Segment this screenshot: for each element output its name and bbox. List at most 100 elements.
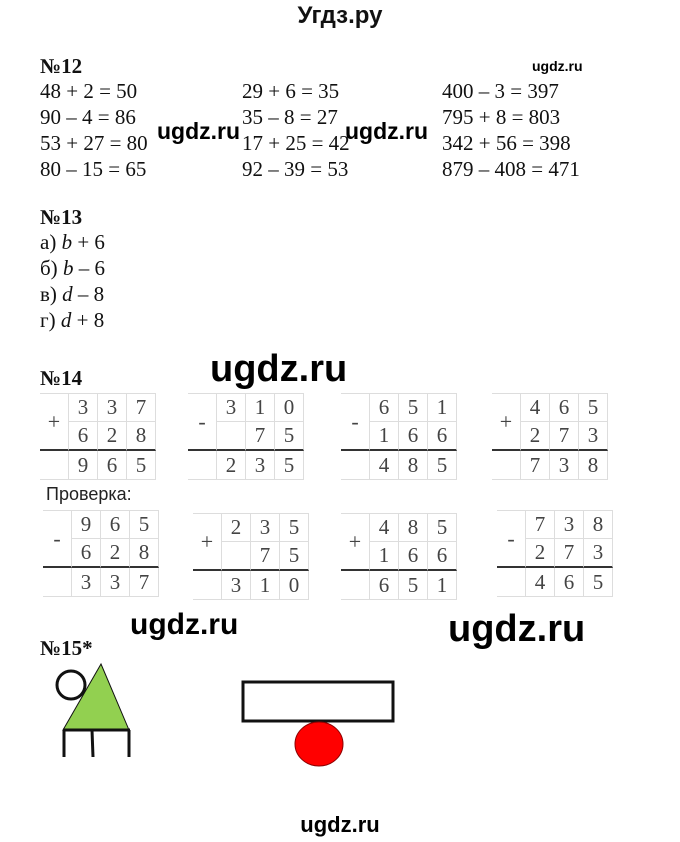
digit-cell: 1 [246, 393, 275, 422]
digit-cell: 3 [579, 422, 608, 451]
digit-cell: 6 [550, 393, 579, 422]
result-digit-cell: 2 [217, 451, 246, 480]
equation: 879 – 408 = 471 [442, 157, 580, 181]
digit-cell: 6 [72, 539, 101, 568]
result-digit-cell: 3 [550, 451, 579, 480]
digit-cell: 6 [399, 542, 428, 571]
digit-cell: 3 [98, 393, 127, 422]
digit-cell: 2 [526, 539, 555, 568]
equation: 48 + 2 = 50 [40, 79, 138, 103]
empty-cell [193, 571, 222, 600]
empty-cell [492, 451, 521, 480]
empty-cell [497, 568, 526, 597]
digit-cell: 5 [275, 422, 304, 451]
digit-cell: 6 [101, 510, 130, 539]
item-label: г) [40, 308, 56, 332]
digit-cell: 1 [370, 542, 399, 571]
digit-cell: 4 [521, 393, 550, 422]
variable: d [60, 308, 72, 332]
digit-cell: 7 [550, 422, 579, 451]
variable: b [61, 230, 73, 254]
expression: + 6 [72, 230, 105, 254]
result-digit-cell: 5 [428, 451, 457, 480]
result-digit-cell: 5 [584, 568, 613, 597]
equation: 53 + 27 = 80 [40, 131, 148, 155]
operator-sign: - [497, 510, 526, 568]
digit-cell: 3 [555, 510, 584, 539]
result-digit-cell: 3 [72, 568, 101, 597]
digit-cell: 2 [521, 422, 550, 451]
variable: b [62, 256, 74, 280]
equation: 795 + 8 = 803 [442, 105, 561, 129]
result-digit-cell: 1 [428, 571, 457, 600]
task13-item-v: в) d – 8 [40, 281, 105, 307]
operator-sign: - [43, 510, 72, 568]
watermark: ugdz.ru [345, 118, 429, 144]
equation: 90 – 4 = 86 [40, 105, 136, 129]
check-label: Проверка: [46, 484, 132, 504]
result-digit-cell: 0 [280, 571, 309, 600]
digit-cell: 8 [127, 422, 156, 451]
watermark: ugdz.ru [210, 348, 348, 390]
equation: 342 + 56 = 398 [442, 131, 571, 155]
task13-heading: №13 [40, 205, 83, 229]
digit-cell: 5 [280, 513, 309, 542]
expression: – 8 [72, 282, 105, 306]
digit-cell: 3 [69, 393, 98, 422]
result-digit-cell: 5 [127, 451, 156, 480]
empty-cell [341, 571, 370, 600]
result-digit-cell: 3 [222, 571, 251, 600]
result-digit-cell: 6 [98, 451, 127, 480]
result-digit-cell: 6 [555, 568, 584, 597]
result-digit-cell: 8 [399, 451, 428, 480]
digit-cell: 4 [370, 513, 399, 542]
digit-cell: 9 [72, 510, 101, 539]
digit-cell: 0 [275, 393, 304, 422]
result-digit-cell: 4 [526, 568, 555, 597]
digit-cell: 3 [217, 393, 246, 422]
footer-watermark: ugdz.ru [300, 812, 380, 837]
digit-cell: 7 [127, 393, 156, 422]
digit-cell: 2 [101, 539, 130, 568]
operator-sign: + [193, 513, 222, 571]
result-digit-cell: 3 [246, 451, 275, 480]
digit-cell: 7 [246, 422, 275, 451]
item-label: в) [40, 282, 57, 306]
figure-rectangle-ball [241, 680, 395, 767]
digit-cell: 2 [222, 513, 251, 542]
site-title: Угдз.ру [297, 2, 383, 29]
digit-cell: 8 [584, 510, 613, 539]
task15-heading: №15* [40, 636, 93, 660]
digit-cell: 7 [555, 539, 584, 568]
watermark: ugdz.ru [448, 608, 586, 650]
digit-cell: 5 [579, 393, 608, 422]
operator-sign: - [188, 393, 217, 451]
expression: – 6 [73, 256, 105, 280]
digit-cell: 2 [98, 422, 127, 451]
digit-cell: 3 [251, 513, 280, 542]
digit-cell: 8 [130, 539, 159, 568]
equation: 29 + 6 = 35 [242, 79, 340, 103]
result-digit-cell: 4 [370, 451, 399, 480]
operator-sign: + [40, 393, 69, 451]
task14-heading: №14 [40, 366, 83, 390]
empty-cell [43, 568, 72, 597]
operator-sign: + [492, 393, 521, 451]
digit-cell [222, 542, 251, 571]
result-digit-cell: 5 [275, 451, 304, 480]
digit-cell: 5 [130, 510, 159, 539]
digit-cell: 1 [370, 422, 399, 451]
red-circle-icon [294, 721, 344, 767]
digit-cell: 7 [251, 542, 280, 571]
result-digit-cell: 8 [579, 451, 608, 480]
item-label: а) [40, 230, 57, 254]
equation: 17 + 25 = 42 [242, 131, 350, 155]
digit-cell: 5 [280, 542, 309, 571]
equation: 35 – 8 = 27 [242, 105, 338, 129]
